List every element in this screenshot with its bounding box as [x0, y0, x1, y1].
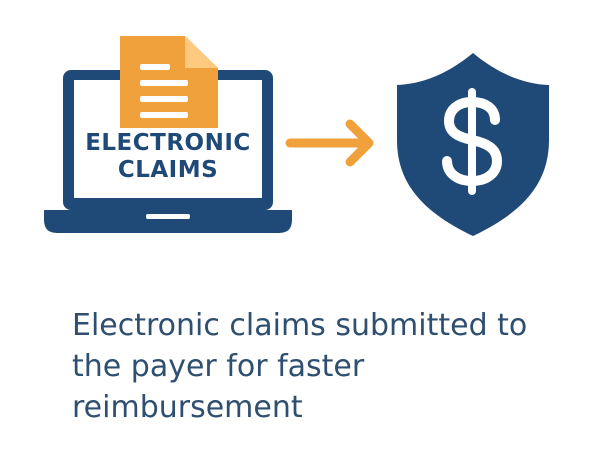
- caption-line: Electronic claims submitted to: [72, 308, 528, 343]
- laptop-icon: [44, 70, 292, 233]
- shield-dollar-icon: [397, 53, 549, 236]
- caption-line: reimbursement: [72, 390, 303, 425]
- arrow-right-icon: [285, 119, 374, 167]
- caption-line: the payer for faster: [72, 349, 365, 384]
- laptop-label-line1: ELECTRONIC: [85, 130, 251, 156]
- document-icon: [120, 36, 218, 128]
- laptop-label-line2: CLAIMS: [118, 157, 218, 183]
- diagram-caption: Electronic claims submitted to the payer…: [72, 305, 572, 428]
- claims-illustration: ELECTRONIC CLAIMS: [44, 36, 549, 236]
- dollar-icon: [442, 88, 503, 195]
